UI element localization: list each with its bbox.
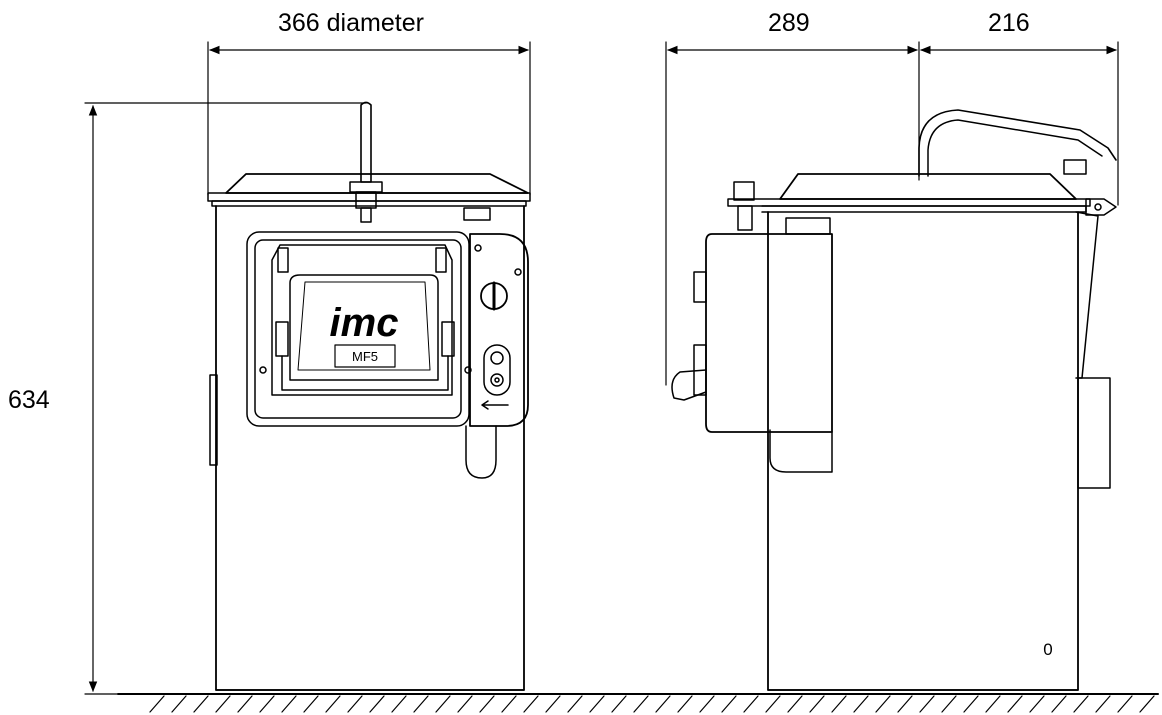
floor-hatch-line: [853, 695, 869, 713]
floor-hatch-line: [215, 695, 231, 713]
floor-hatch-line: [193, 695, 209, 713]
floor-hatch-line: [171, 695, 187, 713]
floor-hatch-line: [919, 695, 935, 713]
floor-hatch-line: [699, 695, 715, 713]
imc-logo: imc: [330, 301, 399, 345]
floor-hatch-line: [501, 695, 517, 713]
floor-hatch-line: [1007, 695, 1023, 713]
floor-hatch-line: [1073, 695, 1089, 713]
height-label: 634: [6, 385, 52, 415]
side-depth-lid-label: 216: [986, 8, 1032, 38]
floor-hatch-line: [611, 695, 627, 713]
floor-hatch-line: [787, 695, 803, 713]
floor-hatch-line: [941, 695, 957, 713]
floor-hatch-line: [457, 695, 473, 713]
floor-hatch-line: [809, 695, 825, 713]
model-plate: [334, 344, 396, 368]
floor-hatch-line: [589, 695, 605, 713]
floor-hatch: [117, 693, 1159, 713]
floor-hatch-line: [721, 695, 737, 713]
floor-hatch-line: [831, 695, 847, 713]
floor-hatch-line: [523, 695, 539, 713]
side-view: [671, 109, 1117, 691]
floor-hatch-line: [259, 695, 275, 713]
floor-hatch-line: [875, 695, 891, 713]
diameter-dimension: [207, 41, 531, 196]
floor-hatch-line: [369, 695, 385, 713]
diameter-label: 366 diameter: [276, 8, 426, 38]
floor-hatch-line: [655, 695, 671, 713]
floor-hatch-line: [765, 695, 781, 713]
floor-hatch-line: [479, 695, 495, 713]
floor-hatch-line: [1095, 695, 1111, 713]
side-depth-dimensions: [665, 41, 1119, 386]
floor-hatch-line: [567, 695, 583, 713]
side-depth-body-label: 289: [766, 8, 812, 38]
floor-hatch-line: [743, 695, 759, 713]
floor-hatch-line: [303, 695, 319, 713]
floor-hatch-line: [237, 695, 253, 713]
floor-hatch-line: [985, 695, 1001, 713]
floor-hatch-line: [325, 695, 341, 713]
floor-hatch-line: [1117, 695, 1133, 713]
floor-hatch-line: [435, 695, 451, 713]
side-marking: 0: [1043, 640, 1052, 659]
floor-hatch-line: [545, 695, 561, 713]
floor-hatch-line: [1139, 695, 1155, 713]
floor-hatch-line: [281, 695, 297, 713]
floor-hatch-line: [347, 695, 363, 713]
floor-hatch-line: [897, 695, 913, 713]
front-view: [207, 101, 531, 691]
floor-hatch-line: [391, 695, 407, 713]
floor-hatch-line: [413, 695, 429, 713]
floor-hatch-line: [633, 695, 649, 713]
floor-hatch-line: [1051, 695, 1067, 713]
floor-hatch-line: [1029, 695, 1045, 713]
floor-hatch-line: [677, 695, 693, 713]
height-dimension: [84, 102, 367, 695]
model-label: MF5: [352, 349, 378, 364]
floor-hatch-line: [149, 695, 165, 713]
floor-hatch-line: [963, 695, 979, 713]
